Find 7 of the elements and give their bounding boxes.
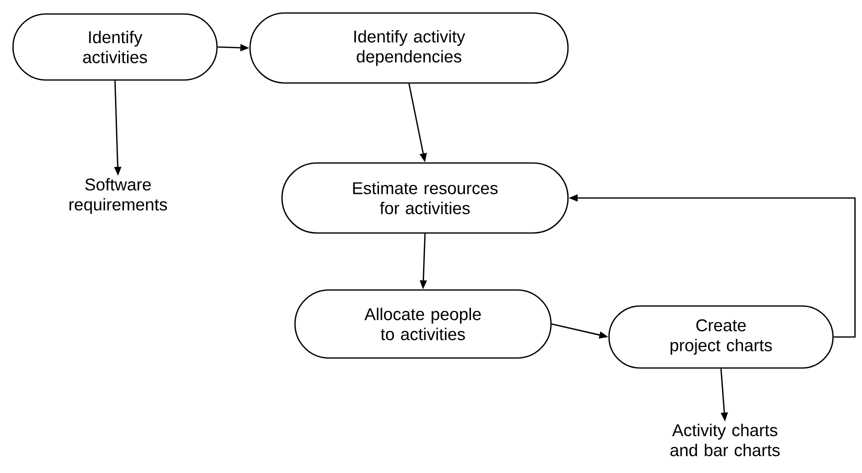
output-text: Software requirements [70, 178, 167, 214]
process-box: Allocate people to activities [294, 289, 552, 359]
process-box: Create project charts [608, 305, 834, 369]
process-box: Identify activity dependencies [249, 12, 569, 84]
output-text: Activity charts and bar charts [670, 424, 780, 456]
process-box: Estimate resources for activities [281, 162, 569, 234]
process-box: Identify activities [12, 13, 218, 81]
